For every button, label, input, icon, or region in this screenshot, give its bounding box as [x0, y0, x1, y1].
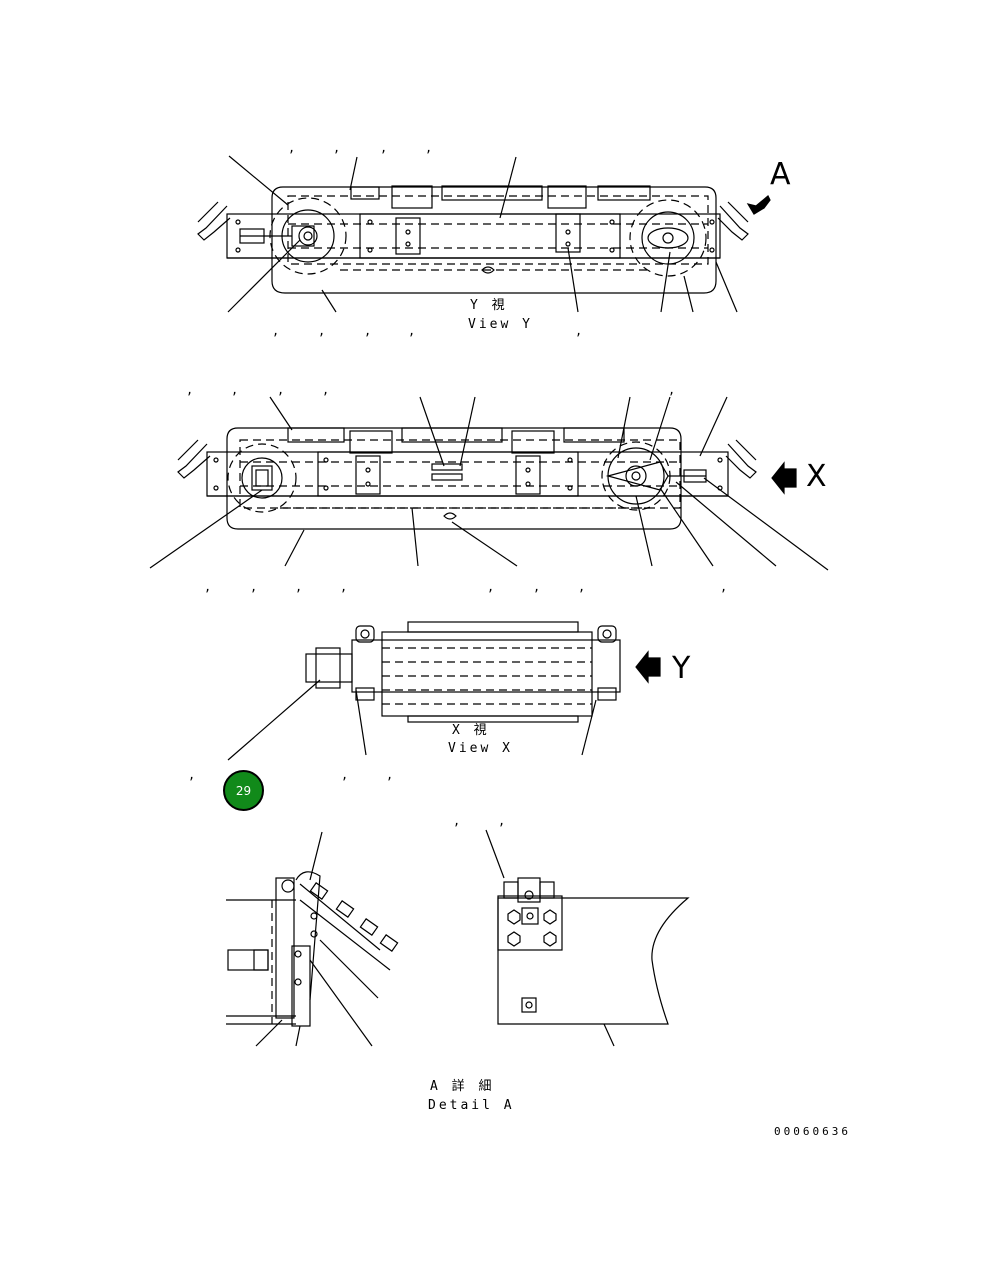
punct-mark: , [277, 383, 285, 397]
detail-a-title-jp: A 詳 細 [430, 1079, 495, 1094]
view-x-assembly [227, 621, 661, 761]
punct-mark: , [408, 324, 416, 338]
punct-mark: , [295, 580, 303, 594]
punct-mark: , [186, 383, 194, 397]
punct-mark: , [322, 383, 330, 397]
arrow-label-y: Y [672, 651, 691, 686]
view-y-title-jp: Y 視 [470, 298, 508, 313]
punct-mark: , [498, 814, 506, 828]
punct-mark: , [340, 580, 348, 594]
punct-mark: , [386, 768, 394, 782]
view-x-title-jp: X 視 [452, 723, 490, 738]
punct-mark: , [318, 324, 326, 338]
punct-mark: , [231, 383, 239, 397]
detail-a-right [485, 829, 690, 1047]
punct-mark: , [333, 141, 341, 155]
callout-29-button[interactable]: 29 [223, 770, 264, 811]
punct-mark: , [668, 383, 676, 397]
arrow-label-a: A [770, 157, 791, 192]
punct-mark: , [425, 141, 433, 155]
punct-mark: , [720, 580, 728, 594]
punct-mark: , [188, 768, 196, 782]
view-x-title-en: View X [448, 741, 513, 756]
view-y-title-en: View Y [468, 317, 533, 332]
middle-assembly [149, 396, 829, 571]
punct-mark: , [204, 580, 212, 594]
punct-mark: , [288, 141, 296, 155]
punct-mark: , [575, 324, 583, 338]
punct-mark: , [487, 580, 495, 594]
punct-mark: , [272, 324, 280, 338]
detail-a-left [226, 831, 399, 1047]
view-y-assembly [197, 155, 771, 313]
punct-mark: , [341, 768, 349, 782]
punct-mark: , [250, 580, 258, 594]
punct-mark: , [380, 141, 388, 155]
arrow-label-x: X [806, 459, 827, 494]
punct-mark: , [533, 580, 541, 594]
punct-mark: , [578, 580, 586, 594]
drawing-number: 00060636 [774, 1125, 851, 1138]
detail-a-title-en: Detail A [428, 1098, 515, 1113]
punct-mark: , [364, 324, 372, 338]
punct-mark: , [453, 814, 461, 828]
